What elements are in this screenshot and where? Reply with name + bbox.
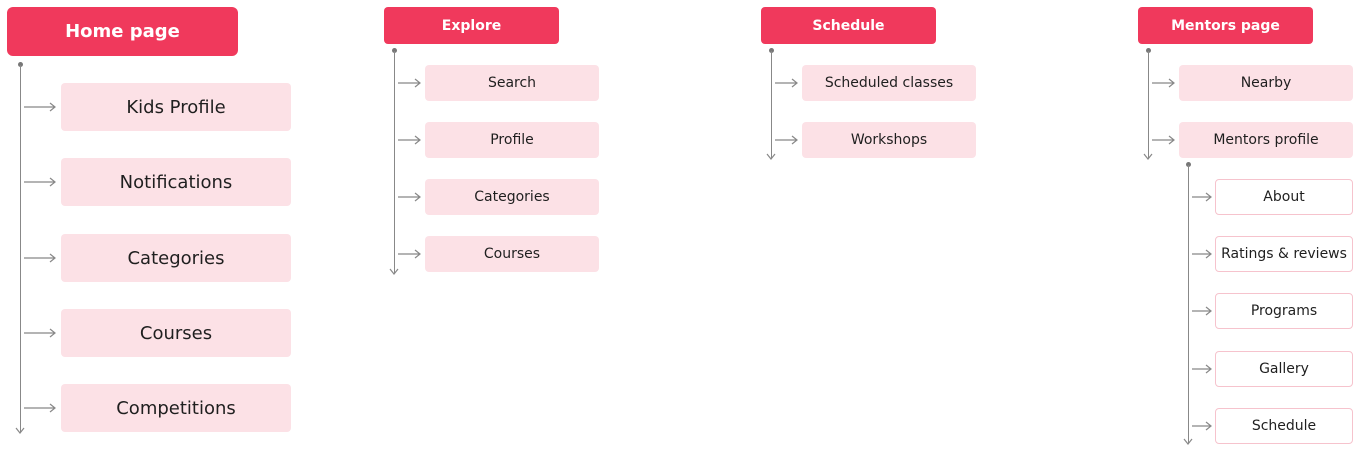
tree-trunk-line — [1148, 51, 1149, 158]
arrow-right-icon — [398, 135, 421, 145]
tree-trunk-line — [771, 51, 772, 158]
tree-node-competitions: Competitions — [61, 384, 291, 432]
arrow-right-icon — [1192, 306, 1212, 316]
arrow-right-icon — [398, 78, 421, 88]
arrow-right-icon — [1152, 78, 1175, 88]
arrow-right-icon — [24, 253, 56, 263]
tree-node-nearby: Nearby — [1179, 65, 1353, 101]
tree-node-scheduled-classes: Scheduled classes — [802, 65, 976, 101]
tree-node-courses: Courses — [61, 309, 291, 357]
arrow-right-icon — [398, 249, 421, 259]
tree-node-dot — [392, 48, 397, 53]
arrow-right-icon — [24, 102, 56, 112]
tree-branch-line — [1188, 165, 1189, 443]
arrow-right-icon — [775, 78, 798, 88]
mentors-page-header: Mentors page — [1138, 7, 1313, 44]
arrow-right-icon — [1192, 421, 1212, 431]
arrow-right-icon — [398, 192, 421, 202]
arrow-right-icon — [1192, 364, 1212, 374]
arrow-down-icon — [15, 427, 25, 434]
tree-node-courses: Courses — [425, 236, 599, 272]
tree-node-dot — [1146, 48, 1151, 53]
arrow-right-icon — [24, 177, 56, 187]
tree-node-search: Search — [425, 65, 599, 101]
home-page-header: Home page — [7, 7, 238, 56]
arrow-right-icon — [24, 328, 56, 338]
arrow-down-icon — [766, 153, 776, 160]
tree-subnode-schedule: Schedule — [1215, 408, 1353, 444]
tree-node-mentors-profile: Mentors profile — [1179, 122, 1353, 158]
tree-node-dot — [1186, 162, 1191, 167]
explore-header: Explore — [384, 7, 559, 44]
tree-subnode-gallery: Gallery — [1215, 351, 1353, 387]
tree-trunk-line — [394, 51, 395, 273]
arrow-right-icon — [1192, 192, 1212, 202]
schedule-header: Schedule — [761, 7, 936, 44]
tree-subnode-programs: Programs — [1215, 293, 1353, 329]
tree-node-workshops: Workshops — [802, 122, 976, 158]
arrow-right-icon — [24, 403, 56, 413]
arrow-down-icon — [389, 268, 399, 275]
tree-node-categories: Categories — [61, 234, 291, 282]
arrow-right-icon — [1152, 135, 1175, 145]
arrow-down-icon — [1143, 153, 1153, 160]
tree-subnode-about: About — [1215, 179, 1353, 215]
tree-node-kids-profile: Kids Profile — [61, 83, 291, 131]
tree-node-dot — [769, 48, 774, 53]
arrow-right-icon — [775, 135, 798, 145]
tree-node-categories: Categories — [425, 179, 599, 215]
tree-trunk-line — [20, 65, 21, 432]
tree-node-profile: Profile — [425, 122, 599, 158]
arrow-down-icon — [1183, 438, 1193, 445]
tree-node-dot — [18, 62, 23, 67]
tree-subnode-ratings-reviews: Ratings & reviews — [1215, 236, 1353, 272]
arrow-right-icon — [1192, 249, 1212, 259]
tree-node-notifications: Notifications — [61, 158, 291, 206]
